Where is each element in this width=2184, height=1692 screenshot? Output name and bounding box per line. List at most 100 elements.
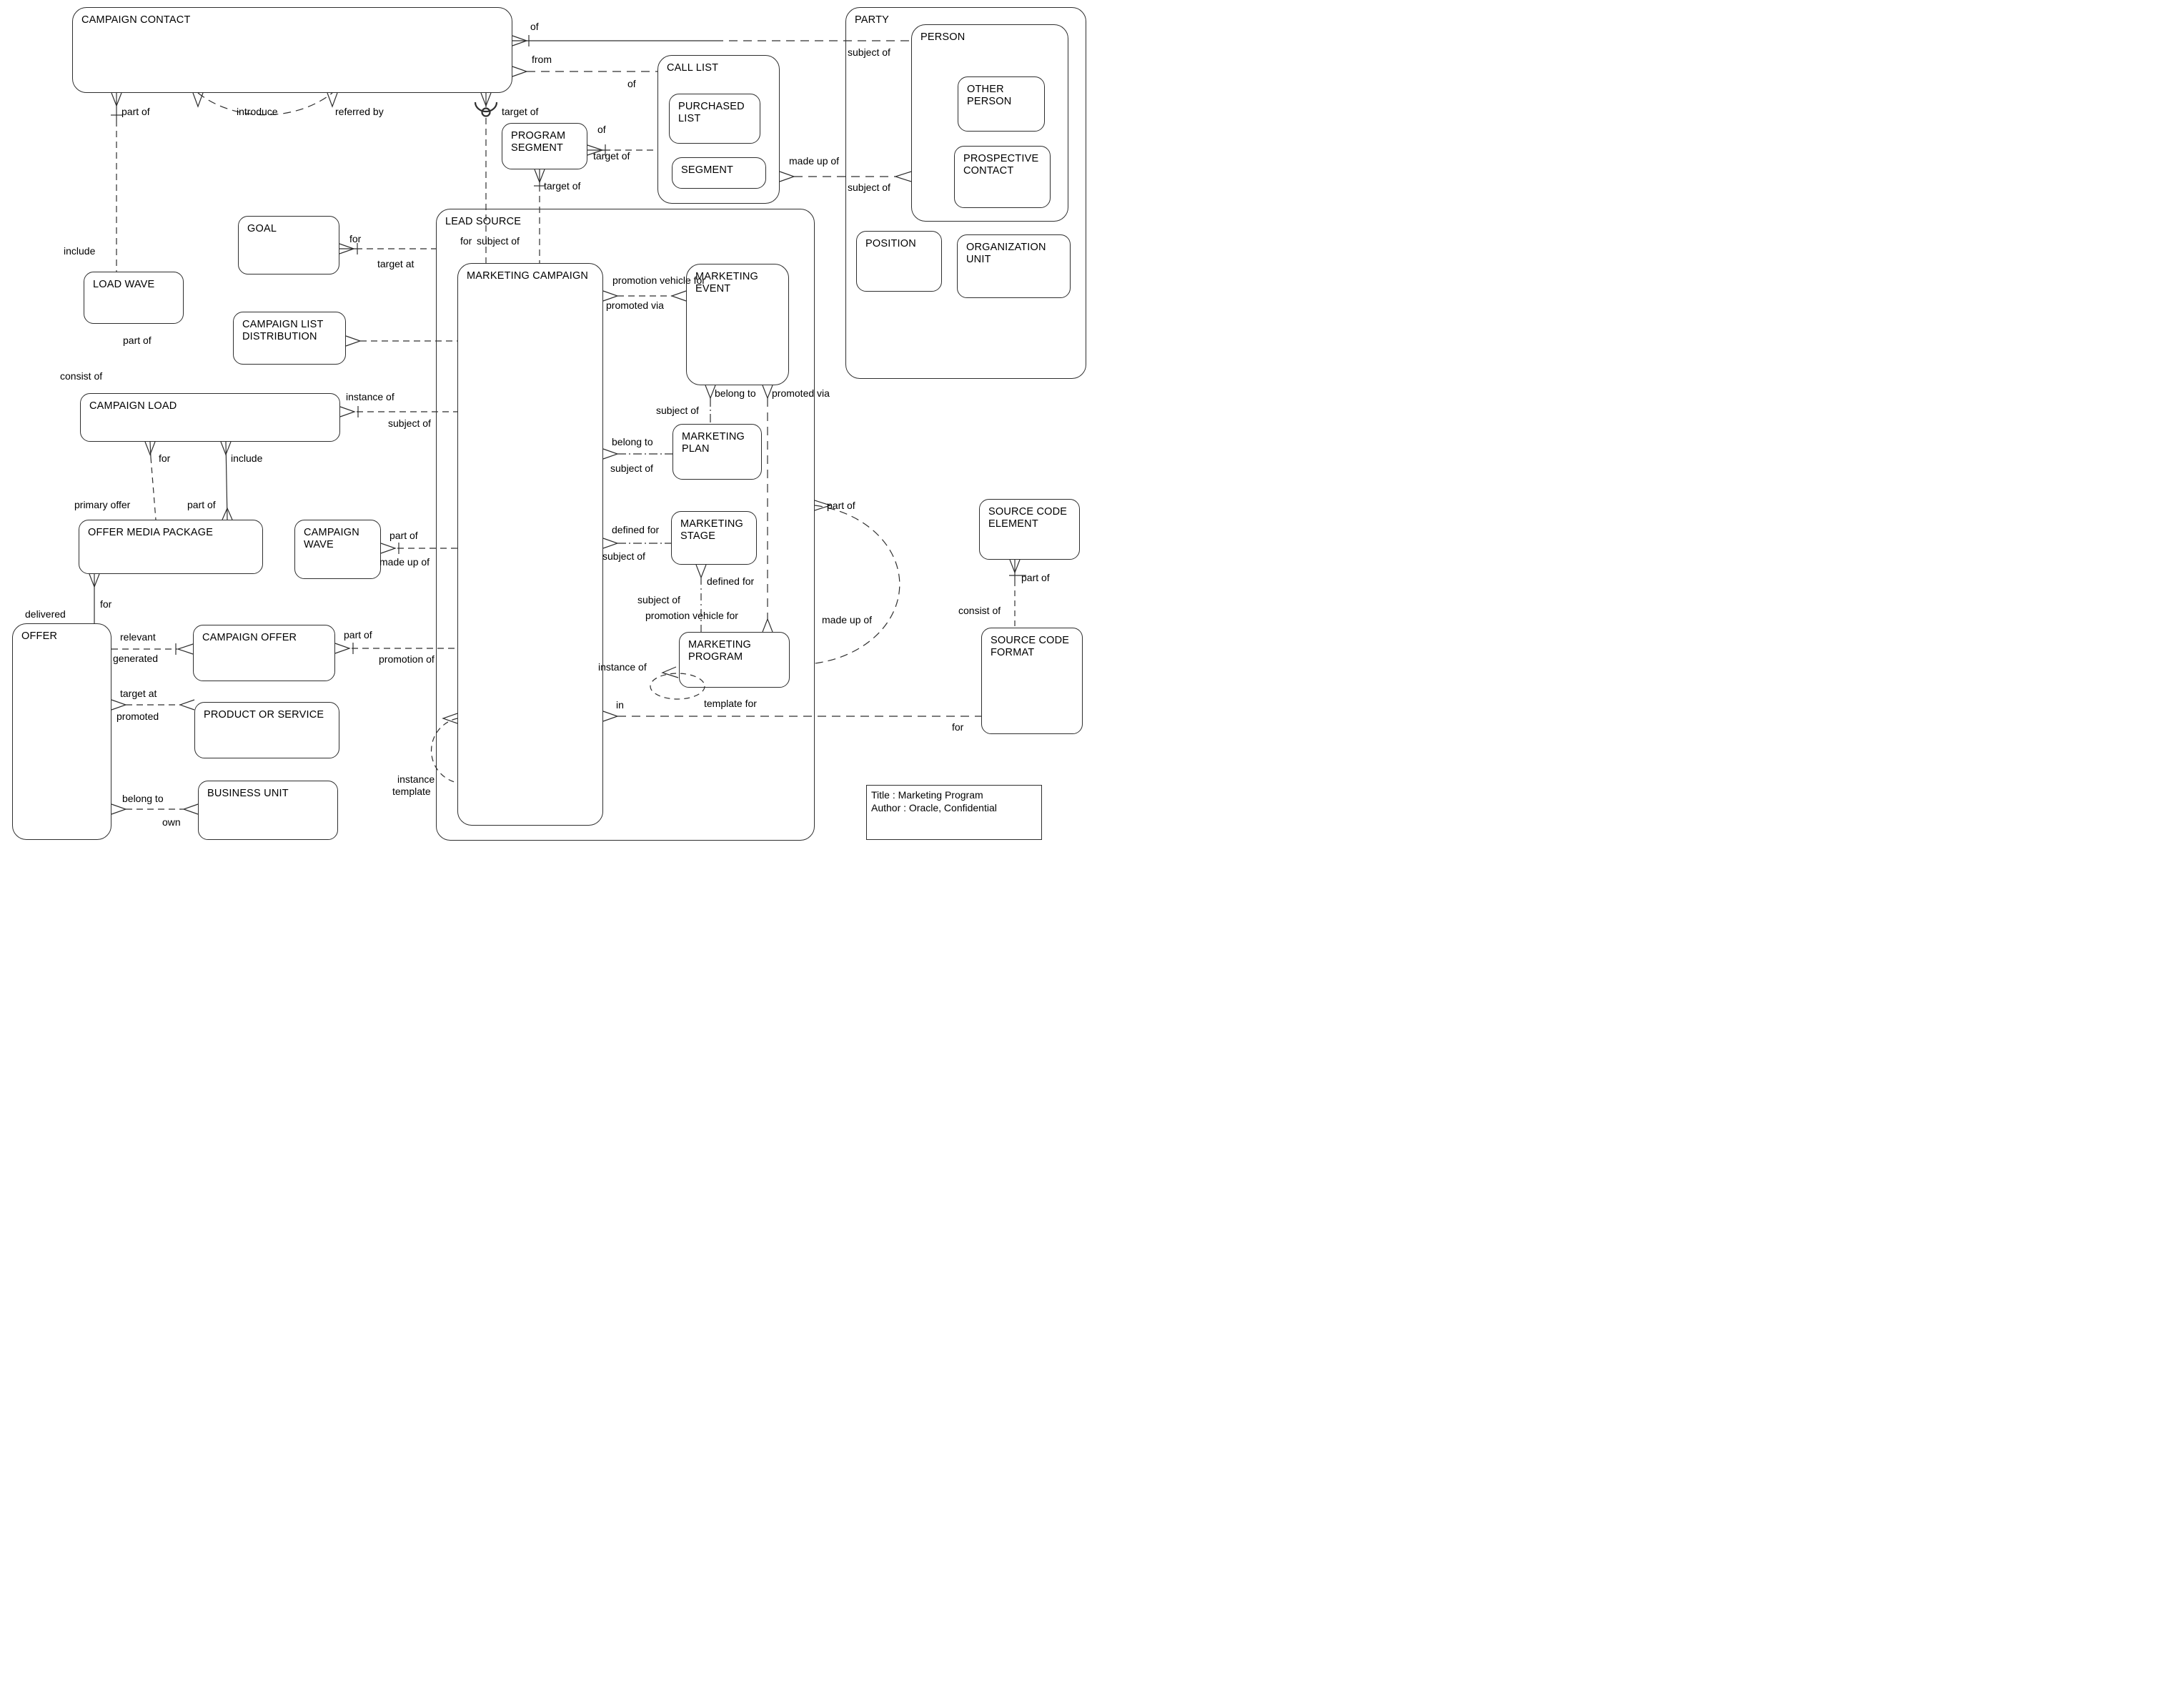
- entity-label-campaign-wave: CAMPAIGN: [304, 527, 359, 538]
- rel-label-introduce: introduce: [237, 106, 278, 117]
- rel-label-for: for: [159, 452, 171, 464]
- rel-label-for: for: [100, 598, 112, 610]
- author-line: Author : Oracle, Confidential: [871, 802, 997, 813]
- rel-label-for: for: [349, 233, 362, 244]
- entity-label-marketing-campaign: MARKETING CAMPAIGN: [467, 270, 589, 282]
- rel-campaign-contact-load-wave: [111, 92, 122, 272]
- rel-label-belong-to: belong to: [612, 436, 653, 447]
- rel-label-part-of: part of: [121, 106, 150, 117]
- rel-campaign-contact-call-list: [512, 66, 657, 77]
- rel-marketing-stage-marketing-program: [695, 564, 707, 632]
- entity-label-goal: GOAL: [247, 223, 277, 234]
- rel-label-of: of: [627, 78, 636, 89]
- rel-marketing-campaign-source-code-format: [602, 711, 981, 722]
- rel-label-subject-of: subject of: [637, 594, 680, 605]
- rel-offer-product-or-service: [111, 699, 195, 711]
- entity-label-marketing-stage: STAGE: [680, 530, 716, 542]
- rel-campaign-contact-person: [512, 35, 911, 46]
- rel-label-own: own: [162, 816, 181, 828]
- entity-person: PERSON: [911, 24, 1068, 222]
- entity-label-campaign-list-distribution: DISTRIBUTION: [242, 331, 317, 342]
- rel-offer-media-package-offer: [89, 573, 100, 623]
- rel-label-target-of: target of: [544, 180, 581, 192]
- rel-label-subject-of: subject of: [610, 462, 653, 474]
- rel-label-promotion-vehicle-for: promotion vehicle for: [612, 274, 705, 286]
- entity-label-offer-media-package: OFFER MEDIA PACKAGE: [88, 527, 214, 538]
- entity-label-campaign-offer: CAMPAIGN OFFER: [202, 632, 297, 643]
- rel-label-consist-of: consist of: [60, 370, 103, 382]
- rel-label-made-up-of: made up of: [379, 556, 430, 568]
- rel-offer-business-unit: [111, 803, 199, 815]
- rel-label-defined-for: defined for: [612, 524, 660, 535]
- entity-position: POSITION: [856, 231, 942, 292]
- entity-lead-source: LEAD SOURCE: [436, 209, 815, 841]
- rel-campaign-list-distribution-marketing-campaign: [345, 335, 457, 347]
- rel-label-relevant: relevant: [120, 631, 156, 643]
- entity-load-wave: LOAD WAVE: [84, 272, 184, 324]
- rel-label-subject-of: subject of: [656, 405, 699, 416]
- entity-marketing-campaign: MARKETING CAMPAIGN: [457, 263, 603, 826]
- rel-label-delivered: delivered: [25, 608, 66, 620]
- rel-label-promoted-via: promoted via: [772, 387, 830, 399]
- rel-campaign-contact-self: [192, 92, 338, 116]
- rel-label-defined-for: defined for: [707, 575, 755, 587]
- entity-label-offer: OFFER: [21, 630, 58, 642]
- entity-label-source-code-element: ELEMENT: [988, 518, 1038, 530]
- rel-goal-lead-source: [339, 243, 436, 254]
- rel-program-segment-marketing-campaign: [534, 169, 545, 263]
- rel-campaign-contact-marketing-campaign: [474, 92, 498, 263]
- entity-business-unit: BUSINESS UNIT: [198, 781, 338, 840]
- entity-label-program-segment: SEGMENT: [511, 142, 564, 154]
- rel-label-subject-of: subject of: [477, 235, 520, 247]
- entity-party: PARTY: [845, 7, 1086, 379]
- rel-label-include: include: [231, 452, 263, 464]
- rel-campaign-load-offer-media-package-2: [220, 441, 233, 520]
- entity-label-campaign-list-distribution: CAMPAIGN LIST: [242, 319, 324, 330]
- rel-label-target-at: target at: [377, 258, 415, 269]
- rel-label-subject-of: subject of: [602, 550, 645, 562]
- rel-label-promotion-vehicle-for: promotion vehicle for: [645, 610, 738, 621]
- rel-label-generated: generated: [113, 653, 159, 664]
- rel-label-template: template: [392, 786, 431, 797]
- entity-offer-media-package: OFFER MEDIA PACKAGE: [79, 520, 263, 574]
- rel-label-target-at: target at: [120, 688, 157, 699]
- entity-label-party: PARTY: [855, 14, 890, 26]
- rel-label-target-of: target of: [593, 150, 630, 162]
- title-line: Title : Marketing Program: [871, 789, 983, 801]
- rel-offer-campaign-offer: [111, 643, 194, 655]
- rel-marketing-event-marketing-program: [762, 385, 773, 633]
- entity-offer: OFFER: [12, 623, 111, 840]
- entity-label-marketing-event: EVENT: [695, 283, 731, 295]
- rel-label-promotion-of: promotion of: [379, 653, 435, 665]
- rel-label-for: for: [952, 721, 964, 733]
- rel-label-consist-of: consist of: [958, 605, 1001, 616]
- rel-marketing-campaign-marketing-stage: [602, 538, 671, 549]
- relationship-lines: [89, 35, 1026, 815]
- rel-marketing-campaign-self: [431, 713, 458, 783]
- entity-label-marketing-stage: MARKETING: [680, 518, 743, 530]
- entity-label-marketing-program: PROGRAM: [688, 651, 743, 663]
- entity-label-position: POSITION: [865, 238, 916, 249]
- rel-label-made-up-of: made up of: [789, 155, 840, 167]
- entity-campaign-contact: CAMPAIGN CONTACT: [72, 7, 512, 93]
- rel-label-of: of: [597, 124, 606, 135]
- rel-label-include: include: [64, 245, 96, 257]
- entity-label-purchased-list: LIST: [678, 113, 701, 124]
- rel-label-subject-of: subject of: [848, 46, 890, 58]
- entity-label-other-person: OTHER: [967, 84, 1004, 95]
- entity-label-source-code-format: FORMAT: [991, 647, 1035, 658]
- entity-label-source-code-format: SOURCE CODE: [991, 635, 1070, 646]
- rel-source-code-element-source-code-format: [1009, 559, 1026, 628]
- rel-marketing-campaign-marketing-plan: [602, 448, 672, 460]
- rel-label-belong-to: belong to: [122, 793, 164, 804]
